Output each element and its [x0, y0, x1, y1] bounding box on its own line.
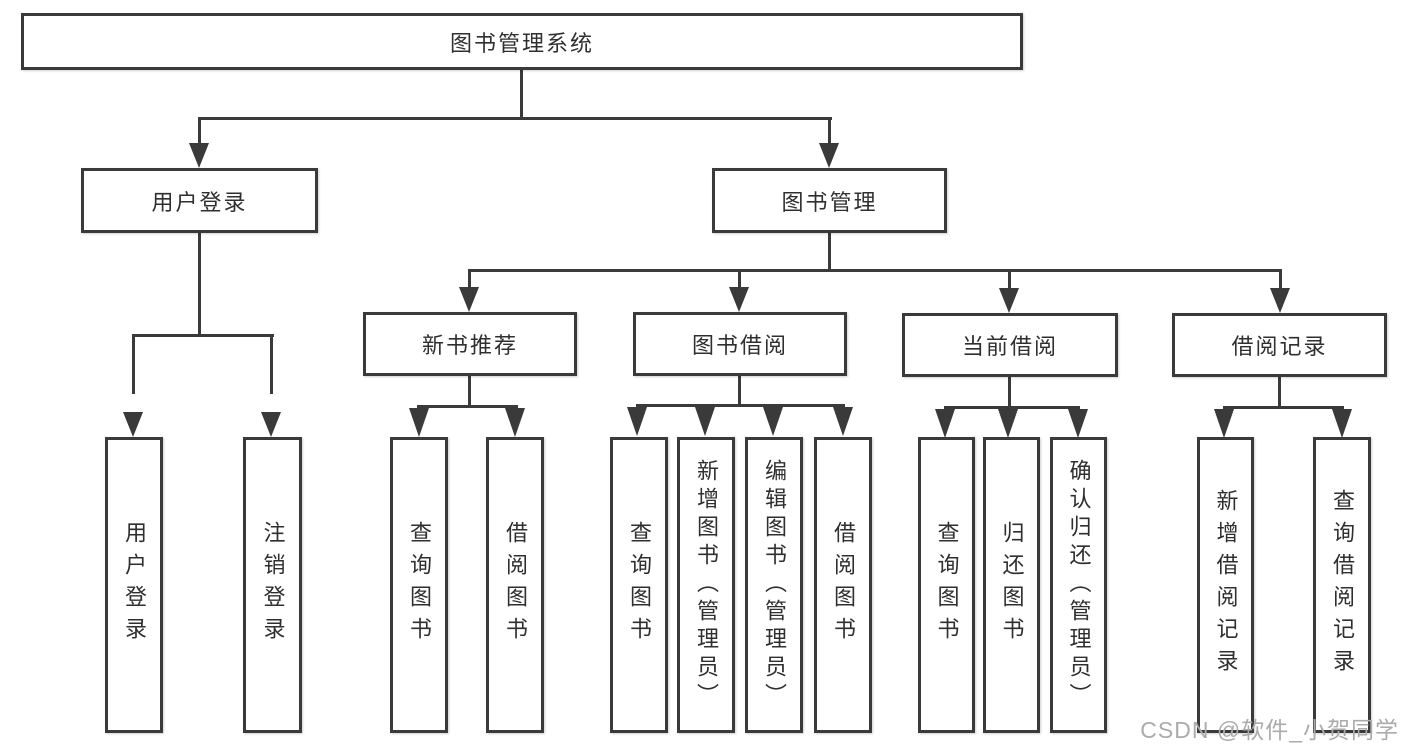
connector-line [828, 117, 831, 145]
arrow-down-icon [409, 408, 429, 437]
node-label: 注销登录 [260, 521, 286, 649]
node-leaf-cb-return-books: 归还图书 [983, 437, 1040, 733]
node-book-borrowing: 图书借阅 [633, 312, 847, 376]
arrow-down-icon [935, 409, 955, 438]
connector-line [1223, 406, 1344, 409]
connector-line [468, 376, 471, 408]
connector-line [198, 233, 201, 336]
node-leaf-bb-borrow-books: 借阅图书 [814, 437, 872, 733]
arrow-down-icon [261, 412, 281, 437]
node-label: 图书借阅 [691, 333, 788, 358]
node-label: 编辑图书（管理员） [762, 459, 787, 711]
node-leaf-bb-query-books: 查询图书 [610, 437, 668, 733]
connector-line [636, 404, 845, 407]
node-label: 当前借阅 [961, 334, 1058, 359]
node-borrowing-records: 借阅记录 [1172, 313, 1387, 377]
node-book-management: 图书管理 [712, 168, 947, 233]
node-label: 图书管理系统 [449, 30, 594, 56]
connector-line [738, 376, 741, 407]
connector-line [1279, 269, 1282, 291]
connector-line [828, 233, 831, 271]
node-leaf-nbr-query-books: 查询图书 [390, 437, 448, 733]
node-leaf-cb-confirm-return-admin: 确认归还（管理员） [1050, 437, 1107, 733]
arrow-down-icon [999, 288, 1019, 313]
node-label: 借阅图书 [831, 521, 856, 649]
node-label: 查询图书 [407, 521, 432, 649]
node-new-book-recommend: 新书推荐 [363, 312, 577, 376]
arrow-down-icon [819, 143, 839, 168]
node-label: 新增图书（管理员） [694, 459, 719, 711]
connector-line [132, 334, 274, 337]
connector-line [944, 406, 1080, 409]
node-leaf-br-query-record: 查询借阅记录 [1313, 437, 1371, 733]
arrow-down-icon [833, 407, 853, 436]
connector-line [1008, 269, 1011, 291]
node-label: 查询图书 [627, 521, 652, 649]
arrow-down-icon [627, 407, 647, 436]
node-current-borrowing: 当前借阅 [902, 313, 1118, 377]
connector-line [520, 70, 523, 120]
node-root: 图书管理系统 [21, 13, 1023, 70]
connector-line [468, 269, 471, 289]
connector-line [417, 405, 518, 408]
connector-line [1278, 377, 1281, 408]
connector-line [198, 117, 201, 145]
arrow-down-icon [459, 287, 479, 312]
node-user-login: 用户登录 [81, 168, 318, 233]
arrow-down-icon [505, 408, 525, 437]
node-label: 新增借阅记录 [1213, 489, 1239, 681]
node-leaf-bb-add-books-admin: 新增图书（管理员） [677, 437, 735, 733]
arrow-down-icon [729, 287, 749, 312]
node-leaf-bb-edit-books-admin: 编辑图书（管理员） [745, 437, 803, 733]
node-label: 图书管理 [781, 189, 878, 215]
arrow-down-icon [695, 407, 715, 436]
node-label: 用户登录 [151, 189, 248, 215]
node-label: 确认归还（管理员） [1066, 459, 1092, 711]
node-leaf-br-add-record: 新增借阅记录 [1197, 437, 1254, 733]
node-leaf-user-login: 用户登录 [105, 437, 163, 733]
connector-line [1008, 377, 1011, 408]
arrow-down-icon [1068, 409, 1088, 438]
arrow-down-icon [998, 409, 1018, 438]
node-label: 查询借阅记录 [1330, 489, 1355, 681]
node-leaf-nbr-borrow-books: 借阅图书 [486, 437, 544, 733]
connector-line [270, 334, 273, 394]
node-leaf-cb-query-books: 查询图书 [918, 437, 975, 733]
arrow-down-icon [1270, 288, 1290, 313]
arrow-down-icon [189, 143, 209, 168]
connector-line [132, 334, 135, 394]
node-label: 借阅记录 [1231, 334, 1328, 359]
node-label: 归还图书 [999, 521, 1025, 649]
node-label: 用户登录 [122, 521, 147, 649]
arrow-down-icon [1332, 409, 1352, 438]
arrow-down-icon [763, 407, 783, 436]
node-label: 查询图书 [934, 521, 960, 649]
connector-line [468, 269, 1282, 272]
connector-line [198, 117, 832, 120]
connector-line [738, 269, 741, 289]
arrow-down-icon [1214, 409, 1234, 438]
node-leaf-logout: 注销登录 [243, 437, 302, 733]
arrow-down-icon [123, 412, 143, 437]
csdn-watermark: CSDN @软件_小贺同学 [1140, 717, 1399, 743]
node-label: 新书推荐 [421, 333, 518, 358]
node-label: 借阅图书 [503, 521, 528, 649]
